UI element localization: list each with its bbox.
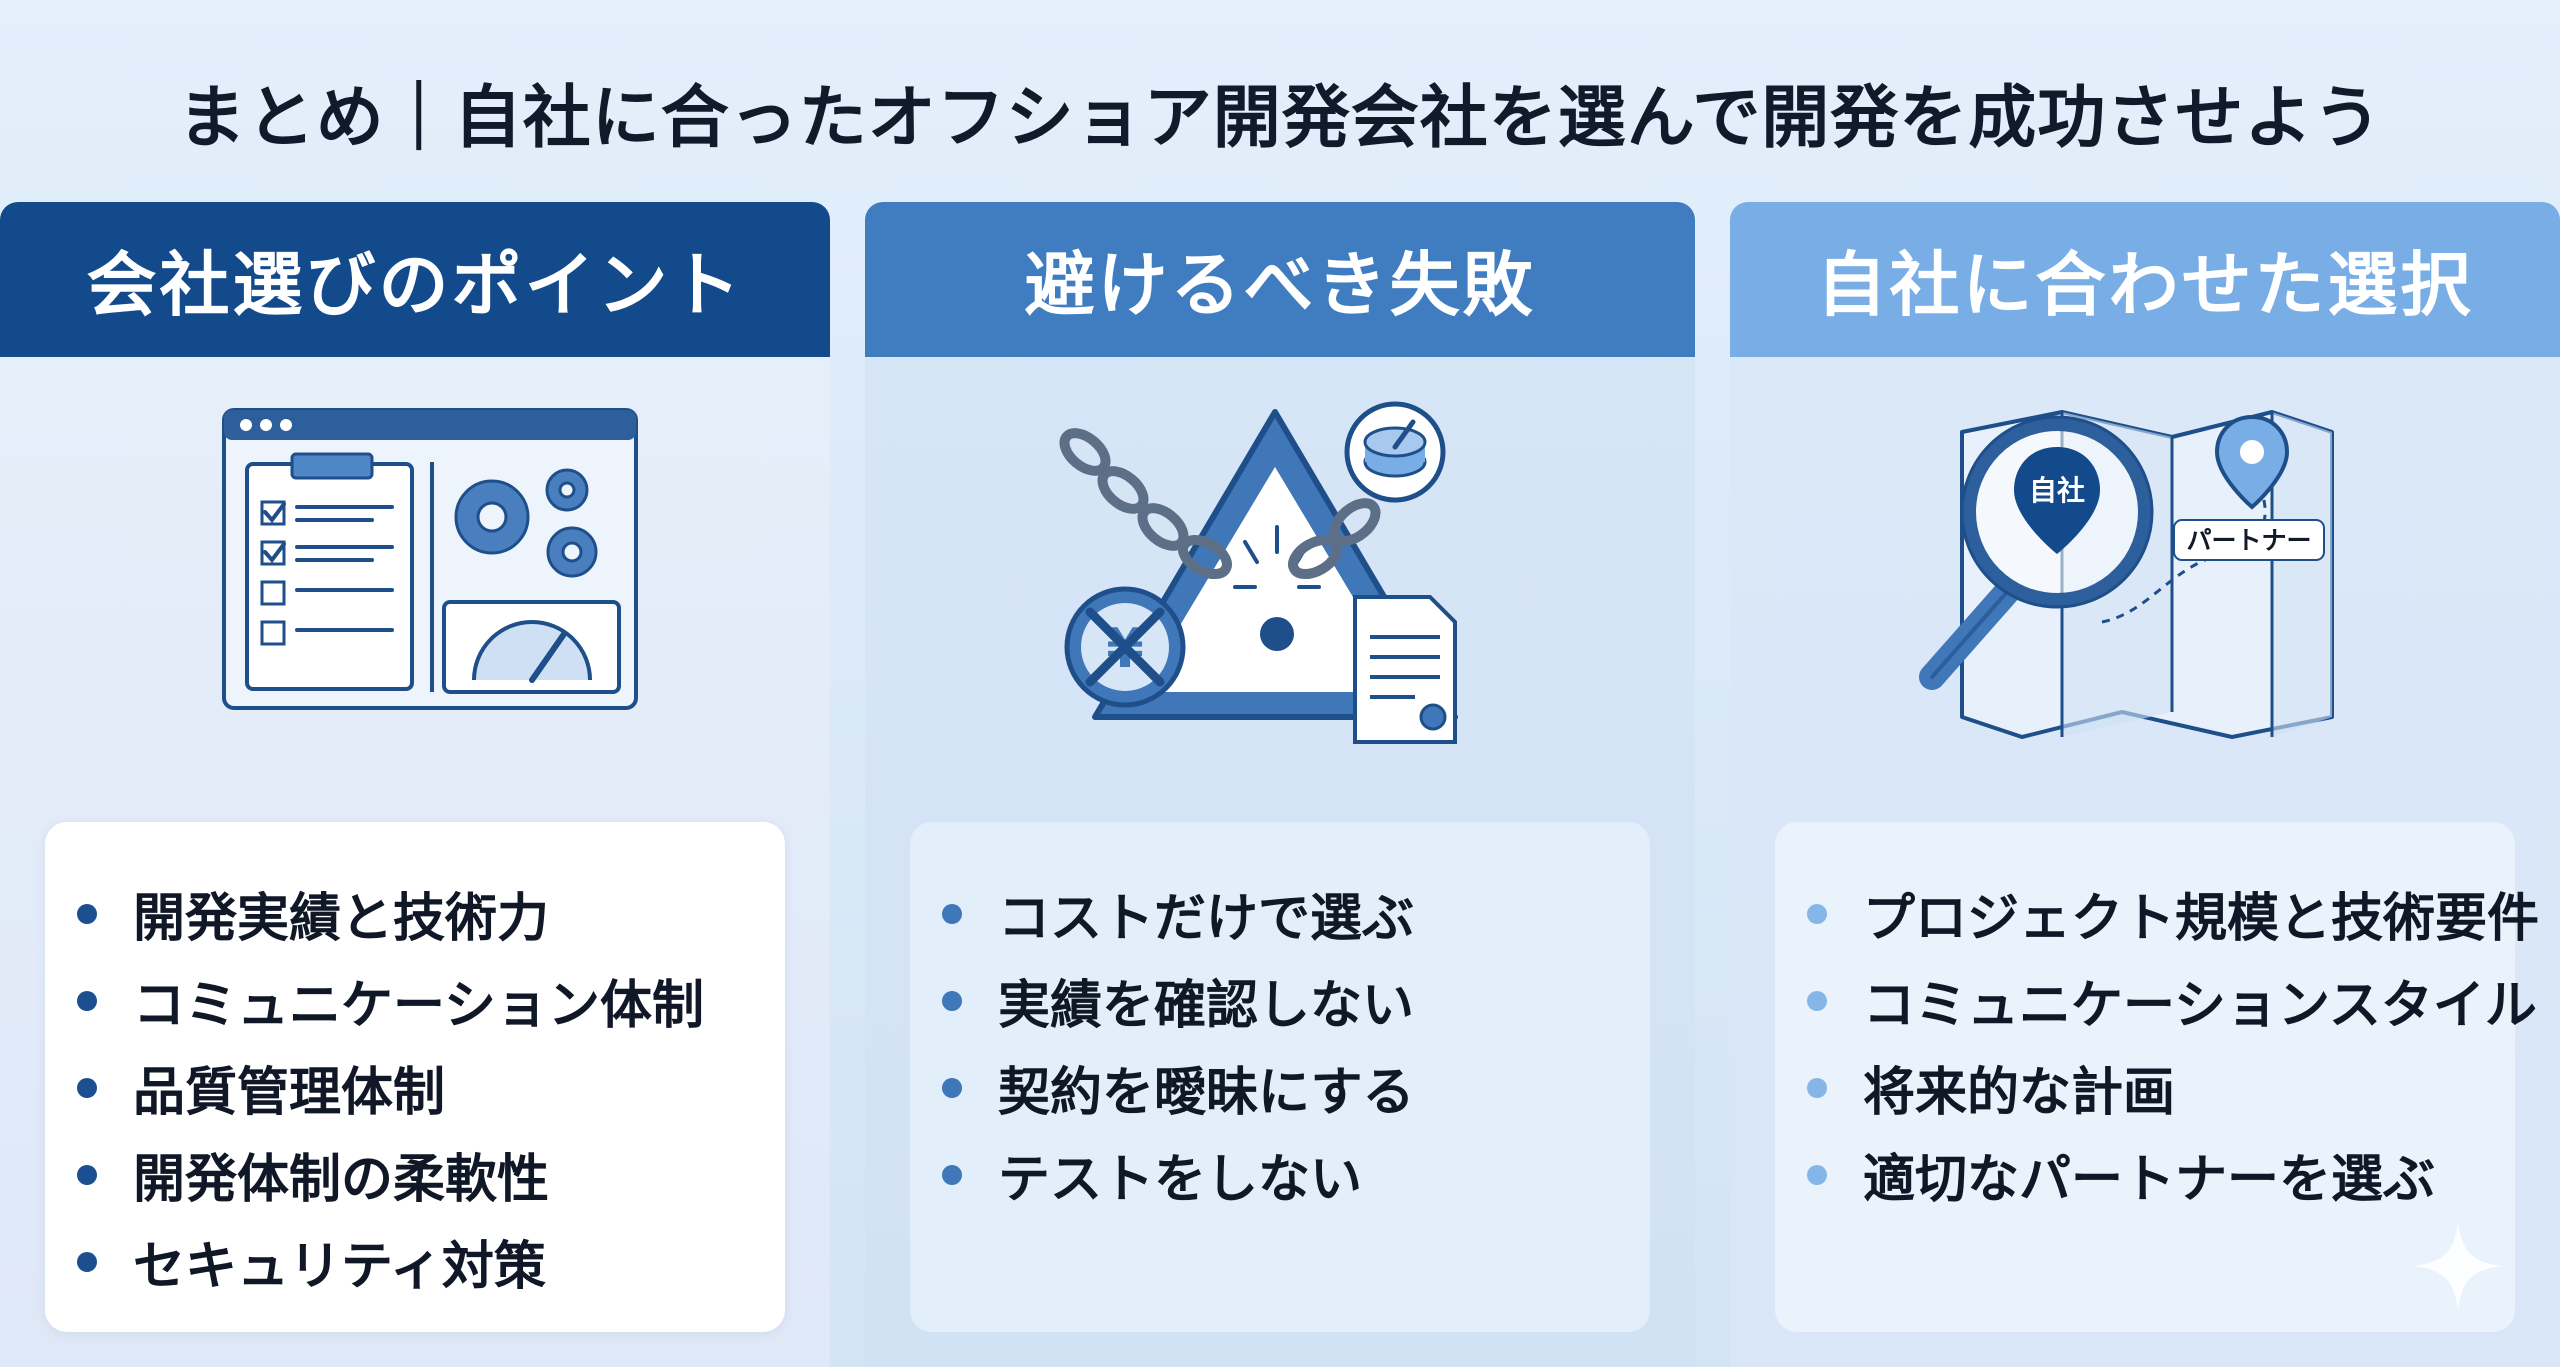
column-failures-to-avoid: 避けるべき失敗 xyxy=(865,202,1695,1367)
self-label: 自社 xyxy=(2029,474,2085,507)
failures-card: コストだけで選ぶ 実績を確認しない 契約を曖昧にする テストをしない xyxy=(910,822,1650,1332)
column-header: 避けるべき失敗 xyxy=(865,202,1695,357)
list-item: コストだけで選ぶ xyxy=(942,870,1650,957)
choice-card: プロジェクト規模と技術要件 コミュニケーションスタイル 将来的な計画 適切なパー… xyxy=(1775,822,2539,1332)
column-company-selection-points: 会社選びのポイント xyxy=(0,202,830,1367)
list-item: 契約を曖昧にする xyxy=(942,1044,1650,1131)
bullet-icon xyxy=(77,903,97,924)
bullet-icon xyxy=(942,1164,962,1185)
bullet-icon xyxy=(1807,1164,1827,1185)
list-item: テストをしない xyxy=(942,1131,1650,1218)
bullet-icon xyxy=(942,990,962,1011)
bullet-icon xyxy=(77,1251,97,1272)
checklist-dashboard-icon xyxy=(0,402,830,802)
partner-label: パートナー xyxy=(2186,526,2311,555)
list-item: コミュニケーション体制 xyxy=(77,957,785,1044)
list-item: コミュニケーションスタイル xyxy=(1807,957,2537,1044)
list-item: セキュリティ対策 xyxy=(77,1218,785,1305)
list-item: 適切なパートナーを選ぶ xyxy=(1807,1131,2515,1218)
bullet-icon xyxy=(1807,990,1827,1011)
bullet-icon xyxy=(942,1077,962,1098)
sparkle-icon xyxy=(2414,1222,2502,1310)
list-item: 実績を確認しない xyxy=(942,957,1650,1044)
column-header: 自社に合わせた選択 xyxy=(1730,202,2560,357)
points-card: 開発実績と技術力 コミュニケーション体制 品質管理体制 開発体制の柔軟性 セキュ… xyxy=(45,822,785,1332)
bullet-icon xyxy=(1807,903,1827,924)
page-title: まとめ｜自社に合ったオフショア開発会社を選んで開発を成功させよう xyxy=(177,79,2383,158)
bullet-icon xyxy=(1807,1077,1827,1098)
list-item: 開発実績と技術力 xyxy=(77,870,785,957)
list-item: プロジェクト規模と技術要件 xyxy=(1807,870,2539,957)
bullet-icon xyxy=(77,1077,97,1098)
list-item: 開発体制の柔軟性 xyxy=(77,1131,785,1218)
bullet-icon xyxy=(942,903,962,924)
bullet-icon xyxy=(77,1164,97,1185)
list-item: 将来的な計画 xyxy=(1807,1044,2515,1131)
bullet-icon xyxy=(77,990,97,1011)
list-item: 品質管理体制 xyxy=(77,1044,785,1131)
column-header: 会社選びのポイント xyxy=(0,202,830,357)
warning-chain-icon: ¥ xyxy=(865,401,1695,802)
map-magnifier-icon: パートナー 自社 xyxy=(1730,402,2560,802)
column-tailored-choice: 自社に合わせた選択 パートナー xyxy=(1730,202,2560,1367)
